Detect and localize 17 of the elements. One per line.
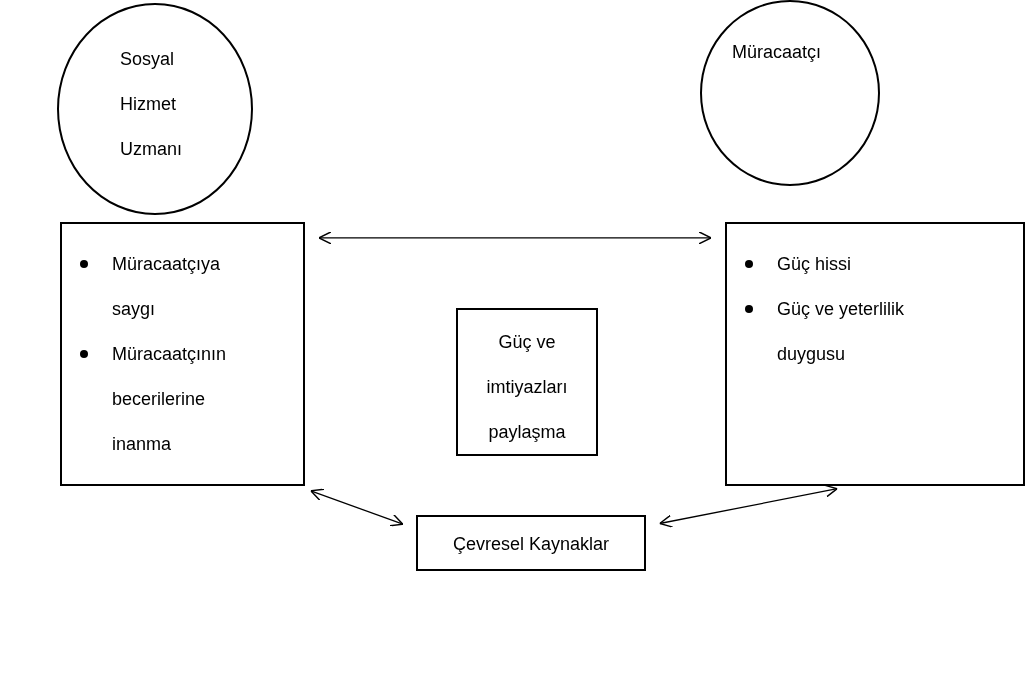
node-text: Müracaatçı [732,41,822,64]
bullet-text: Müracaatçının becerilerine inanma [112,343,228,456]
node-text: Güç ve imtiyazları paylaşma [485,331,569,444]
rectangle-node [725,222,1025,486]
rectangle-node [60,222,305,486]
node-text: Sosyal Hizmet Uzmanı [120,48,183,161]
ellipse-node [700,0,880,186]
node-text: Çevresel Kaynaklar [451,533,611,556]
bullet-text: Müracaatçıya saygı [112,253,222,321]
double-arrow [318,231,712,245]
bullet-text: Güç ve yeterlilik duygusu [777,298,906,366]
rectangle-node [416,515,646,571]
double-arrow [310,488,404,527]
double-arrow [659,484,838,528]
bullet-text: Güç hissi [777,253,853,276]
rectangle-node [456,308,598,456]
ellipse-node [57,3,253,215]
